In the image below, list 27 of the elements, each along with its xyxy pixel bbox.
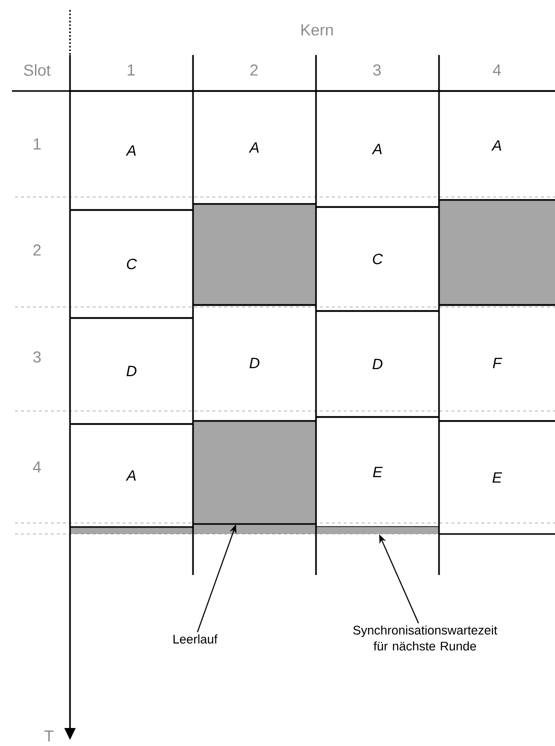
axis-label: 4 (492, 64, 501, 76)
axis-label: 1 (128, 64, 135, 76)
task-block: D (316, 310, 439, 418)
axis-label: 3 (33, 351, 41, 363)
task-block: D (193, 304, 316, 422)
task-block: C (316, 206, 439, 312)
node-label: A (372, 144, 382, 154)
axis-label: Kern (301, 24, 333, 36)
axis-label: 2 (250, 64, 258, 76)
idle-block (439, 199, 555, 306)
task-block: C (70, 209, 193, 319)
task-block: E (316, 416, 439, 528)
idle-block (193, 203, 316, 306)
node-label: A (126, 145, 136, 156)
task-block: A (70, 423, 193, 528)
node-label: A (248, 142, 259, 153)
task-block: D (70, 317, 193, 425)
task-block: E (439, 420, 555, 535)
node-label: A (491, 140, 502, 151)
axis-label: 1 (34, 138, 41, 150)
callout-text: Leerlauf (174, 634, 218, 644)
axis-label: T (44, 730, 54, 742)
axis-label: 2 (33, 244, 41, 256)
axis-label: 4 (32, 462, 41, 472)
callout-text: Synchronisationswartezeit für nächste Runde (353, 625, 498, 651)
task-block: F (439, 304, 555, 422)
axis-label: Slot (24, 64, 51, 76)
